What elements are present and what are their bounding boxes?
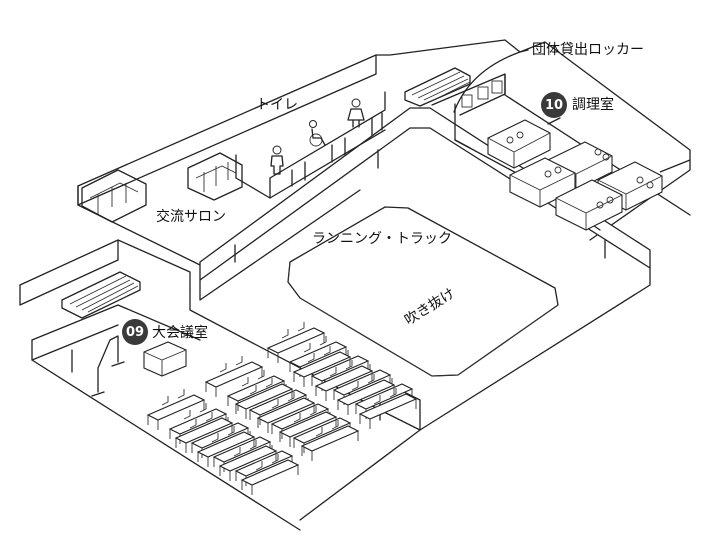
chair [189,412,213,429]
hall-label: 大会議室 [152,325,208,341]
chair [373,388,397,405]
wheelchair-toilet-icon [309,120,326,147]
desk [204,361,264,388]
chair [329,360,353,377]
chair [315,420,339,437]
toilet-label: トイレ [256,97,298,113]
desk-legs [241,465,299,495]
chair [307,346,331,363]
desk-legs [175,423,233,453]
desk-legs [359,399,417,429]
chair [241,370,265,387]
kitchen-leader-line [547,117,561,125]
chair [211,426,235,443]
kitchen-number-badge: 10 [541,92,567,118]
hall-screen [91,335,125,397]
desk-legs [197,437,255,467]
chair [293,406,317,423]
chair [351,374,375,391]
desk-legs [315,371,373,401]
desk-legs [205,367,263,397]
left-stairs [61,271,141,319]
desk-legs [279,417,337,447]
chair [303,336,327,353]
void-area [287,206,559,377]
desk [266,327,326,354]
chair [281,322,305,339]
chair [233,440,257,457]
chair [271,392,295,409]
locker-label: 団体貸出ロッカー [532,42,644,58]
salon-label: 交流サロン [156,209,226,225]
chair [183,403,207,420]
podium [143,341,187,377]
desk-legs [337,385,395,415]
chair [219,356,243,373]
chair [161,389,185,406]
locker-leader-line [453,49,529,113]
toilet-block [235,91,386,199]
female-toilet-icon [347,98,365,128]
hall-desks [146,322,418,495]
chair [249,378,273,395]
hall-number-badge: 09 [122,319,148,345]
desk-legs [147,400,205,430]
desk-legs [235,389,293,419]
desk-legs [257,403,315,433]
chair [255,454,279,471]
desk-legs [293,357,351,387]
kitchen-counters [487,119,663,231]
track-label: ランニング・トラック [312,231,452,247]
salon-sofas [81,152,243,223]
male-toilet-icon [270,145,284,175]
desk-legs [301,431,359,461]
kitchen-label: 調理室 [572,97,614,113]
desk-legs [219,451,277,481]
desk-legs [267,333,325,363]
desk [146,394,206,421]
